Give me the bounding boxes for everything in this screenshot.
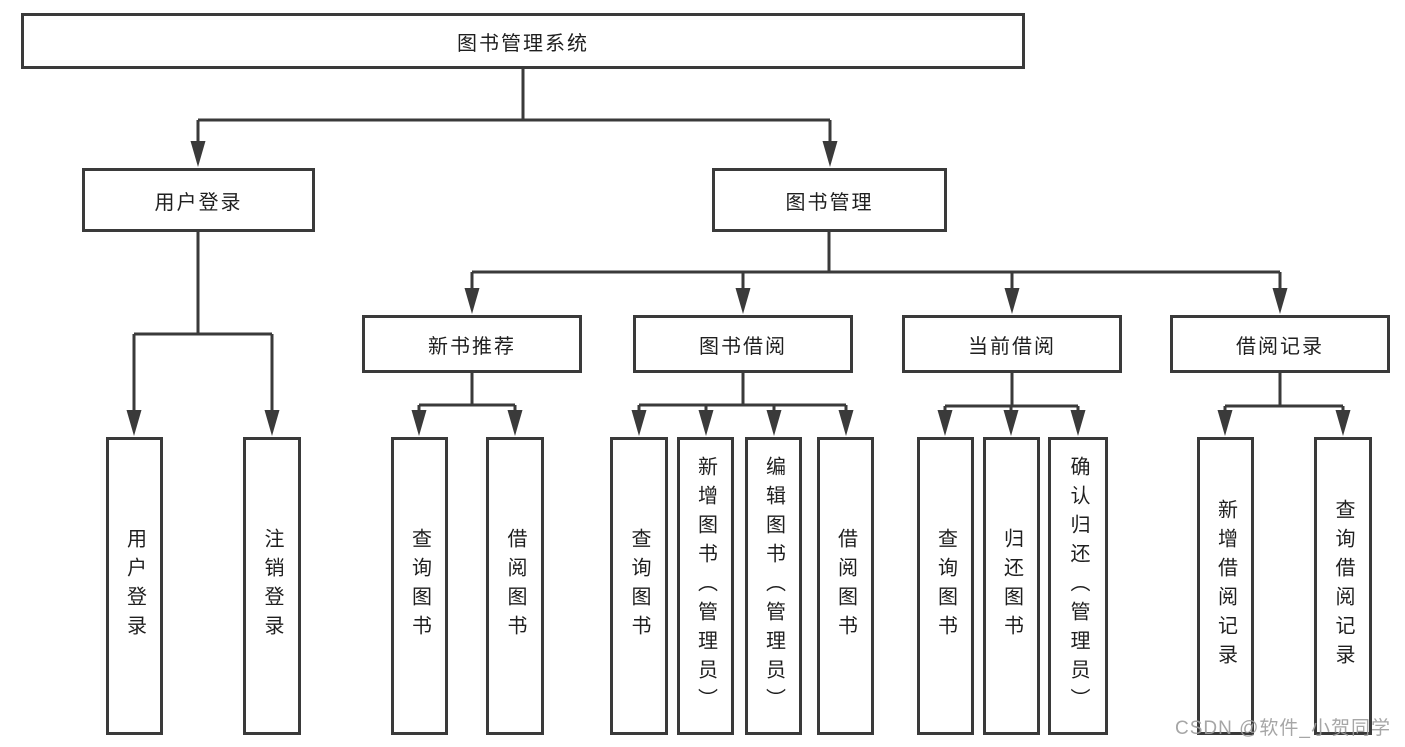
leaf-recommend-borrow-books: 借阅图书 xyxy=(486,437,544,735)
node-book-management: 图书管理 xyxy=(712,168,947,232)
leaf-current-return-books: 归还图书 xyxy=(983,437,1040,735)
leaf-logout-label: 注销登录 xyxy=(261,528,283,644)
leaf-records-add-record: 新增借阅记录 xyxy=(1197,437,1254,735)
leaf-borrowing-edit-books-admin: 编辑图书（管理员） xyxy=(745,437,802,735)
node-book-borrowing-label: 图书借阅 xyxy=(699,335,787,358)
node-borrowing-records-label: 借阅记录 xyxy=(1236,335,1324,358)
node-current-borrowing-label: 当前借阅 xyxy=(968,335,1056,358)
node-current-borrowing: 当前借阅 xyxy=(902,315,1122,373)
csdn-watermark: CSDN @软件_小贺同学 xyxy=(1175,718,1391,739)
leaf-records-query-record: 查询借阅记录 xyxy=(1314,437,1372,735)
leaf-recommend-query-books-label: 查询图书 xyxy=(408,528,431,644)
leaf-logout: 注销登录 xyxy=(243,437,301,735)
leaf-current-return-books-label: 归还图书 xyxy=(1000,528,1023,644)
arrowheads xyxy=(126,141,1351,436)
leaf-borrowing-add-books-admin-label: 新增图书（管理员） xyxy=(694,455,717,717)
leaf-current-query-books-label: 查询图书 xyxy=(934,528,957,644)
node-book-management-label: 图书管理 xyxy=(785,191,874,214)
leaf-borrowing-edit-books-admin-label: 编辑图书（管理员） xyxy=(762,455,785,717)
leaf-records-query-record-label: 查询借阅记录 xyxy=(1332,499,1354,673)
leaf-recommend-query-books: 查询图书 xyxy=(391,437,448,735)
leaf-current-confirm-return-admin-label: 确认归还（管理员） xyxy=(1067,455,1089,717)
node-book-borrowing: 图书借阅 xyxy=(633,315,853,373)
leaf-borrowing-borrow-books: 借阅图书 xyxy=(817,437,874,735)
leaf-recommend-borrow-books-label: 借阅图书 xyxy=(504,528,526,644)
leaf-current-confirm-return-admin: 确认归还（管理员） xyxy=(1048,437,1108,735)
node-user-login: 用户登录 xyxy=(82,168,315,232)
leaf-borrowing-borrow-books-label: 借阅图书 xyxy=(834,528,857,644)
leaf-records-add-record-label: 新增借阅记录 xyxy=(1214,499,1237,673)
leaf-user-login: 用户登录 xyxy=(106,437,163,735)
leaf-borrowing-add-books-admin: 新增图书（管理员） xyxy=(677,437,734,735)
node-root: 图书管理系统 xyxy=(21,13,1025,69)
node-new-book-recommend: 新书推荐 xyxy=(362,315,582,373)
node-root-label: 图书管理系统 xyxy=(457,32,589,55)
node-new-book-recommend-label: 新书推荐 xyxy=(428,335,516,358)
node-user-login-label: 用户登录 xyxy=(154,191,243,214)
leaf-borrowing-query-books: 查询图书 xyxy=(610,437,668,735)
leaf-user-login-label: 用户登录 xyxy=(123,528,146,644)
node-borrowing-records: 借阅记录 xyxy=(1170,315,1390,373)
leaf-borrowing-query-books-label: 查询图书 xyxy=(628,528,650,644)
leaf-current-query-books: 查询图书 xyxy=(917,437,974,735)
